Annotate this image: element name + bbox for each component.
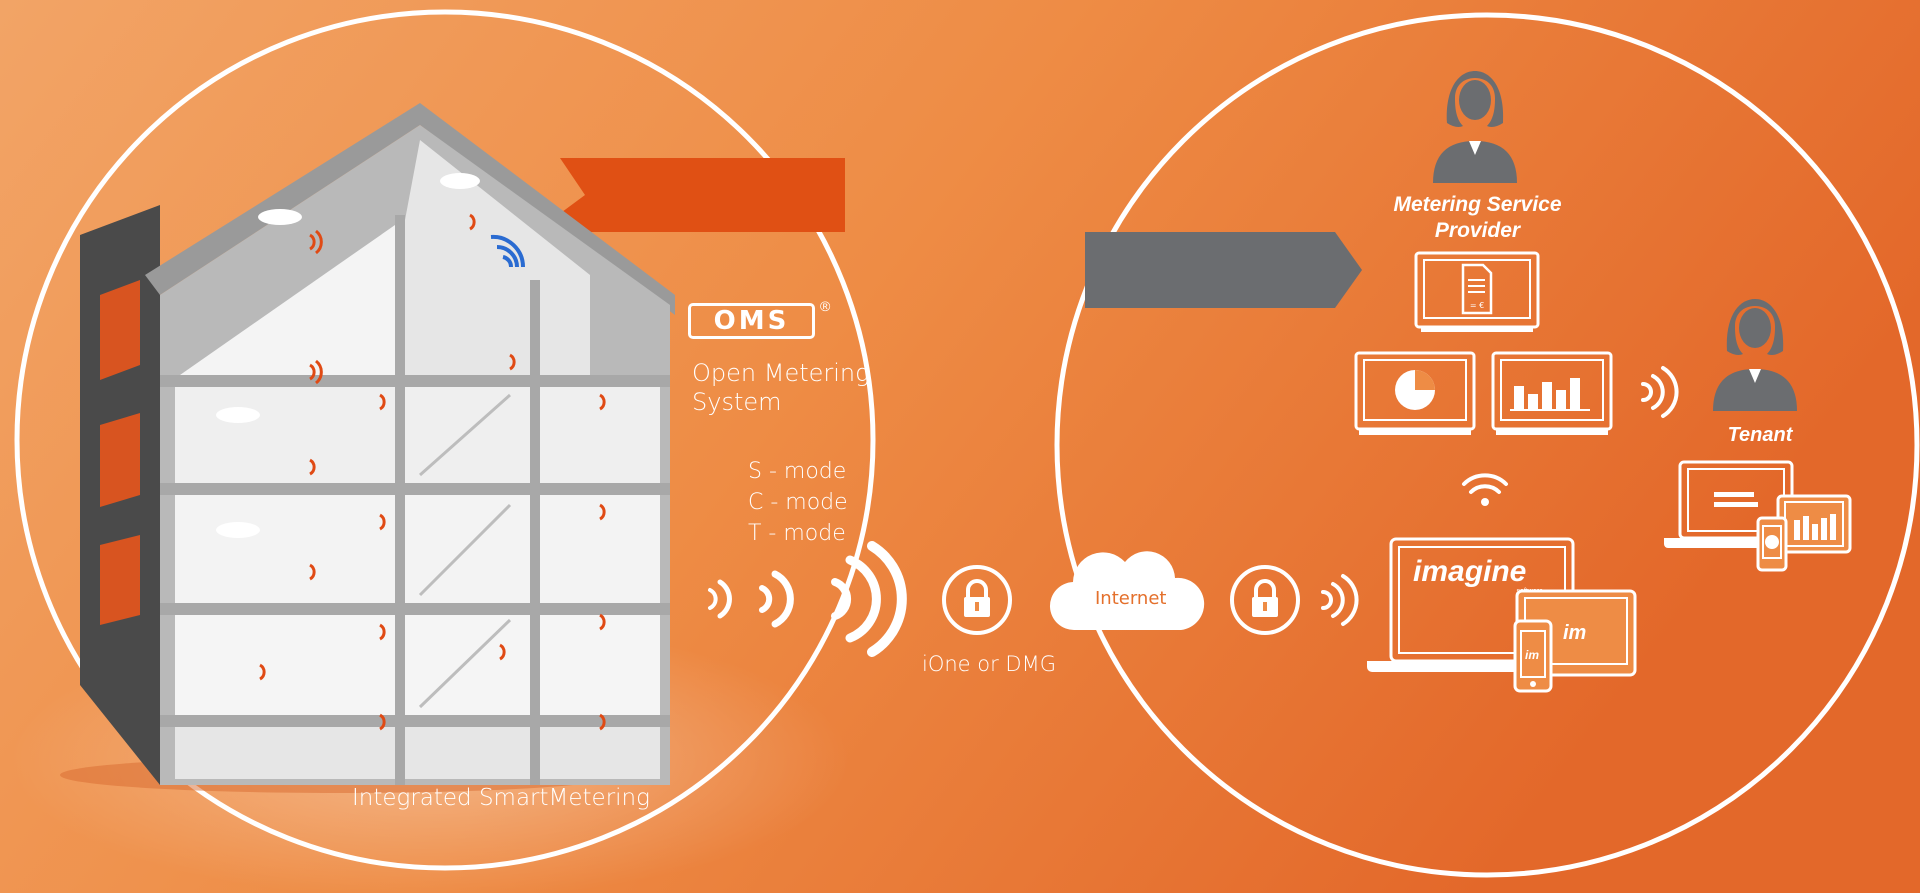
integrated-smartmetering-caption: Integrated SmartMetering [352,785,650,811]
mode-c: C - mode [748,490,848,515]
brand-name-text: imagine [1413,555,1526,588]
mode-t: T - mode [748,521,846,546]
invoice-monitor-icon: = € [1414,251,1540,332]
oms-description-line2: System [692,388,782,416]
lock-icon [942,565,1012,635]
bar-chart-monitor-icon [1491,351,1613,435]
wireless-signal-icon [708,541,907,657]
brand-short-text-phone: im [1525,648,1539,662]
oms-registered-mark: ® [820,298,831,314]
tenant-label: Tenant [1727,424,1793,446]
oms-logo: OMS [688,303,815,339]
oms-description-line1: Open Metering [692,359,870,387]
red-banner [535,158,845,232]
right-circle [1054,12,1920,878]
person-icon [1433,71,1517,183]
lock-icon [1230,565,1300,635]
provider-label-line2: Provider [1434,219,1521,242]
imagine-devices-icon: imagine software im im [1367,537,1637,693]
left-circle [14,9,876,871]
euro-text: = € [1470,301,1484,310]
provider-label-line1: Metering Service [1393,193,1562,216]
gray-banner [1085,232,1362,308]
wifi-icon [1462,473,1508,506]
brand-short-text-tablet: im [1563,622,1586,644]
building-illustration [60,103,675,793]
person-icon [1713,299,1797,411]
gateway-label: iOne or DMG [922,652,1056,676]
pie-chart-monitor-icon [1354,351,1476,435]
mode-s: S - mode [748,459,847,484]
tenant-devices-icon [1664,460,1852,572]
cloud-icon [1049,551,1205,631]
wireless-signal-icon [1641,366,1679,418]
oms-logo-text: OMS [713,306,790,336]
wireless-signal-icon [1321,574,1359,626]
internet-label: Internet [1095,588,1167,609]
